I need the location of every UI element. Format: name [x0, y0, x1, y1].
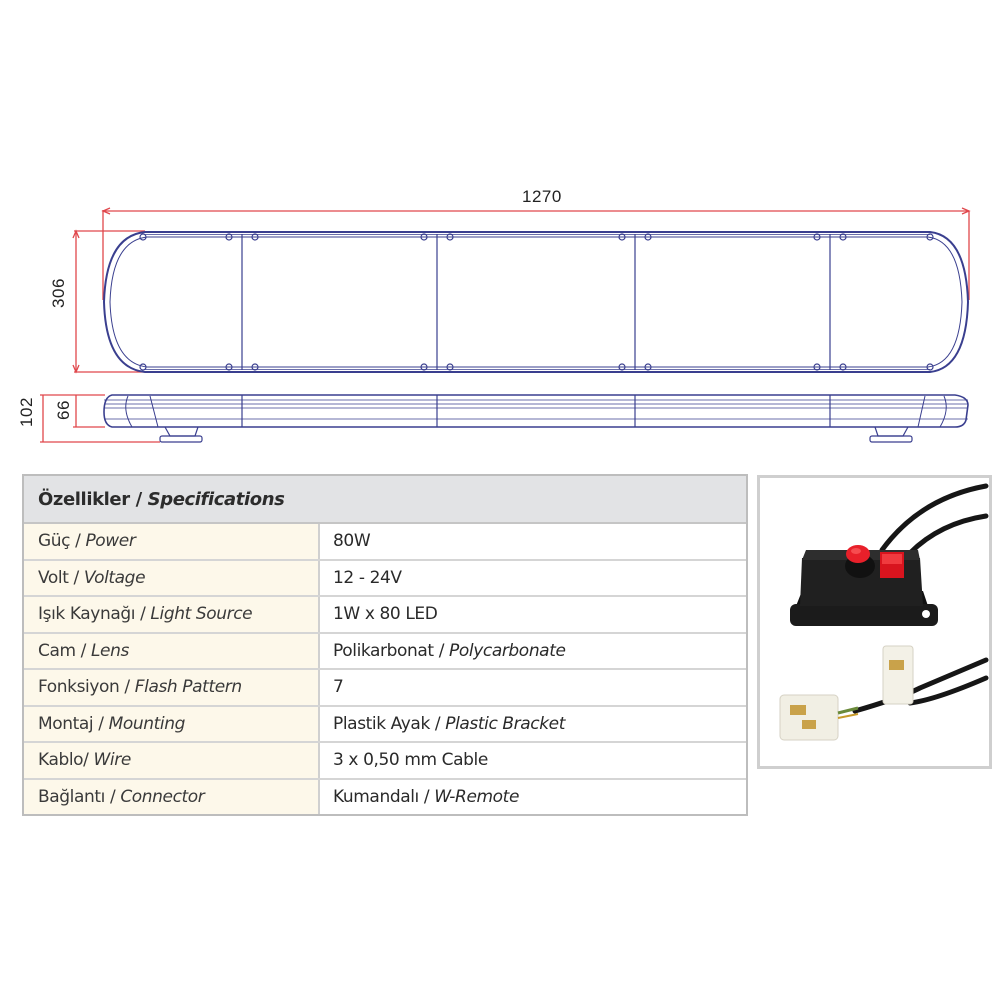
label-en: Connector [120, 786, 205, 807]
spec-value: 12 - 24V [320, 560, 746, 595]
spec-row-power: Güç / Power 80W [24, 524, 746, 561]
spec-value: 80W [320, 524, 746, 559]
spec-row-connector: Bağlantı / Connector Kumandalı / W-Remot… [24, 779, 746, 814]
lightbar-outline-drawing [40, 207, 971, 443]
spec-row-lens: Cam / Lens Polikarbonat / Polycarbonate [24, 633, 746, 670]
value-tr: 1W x 80 LED [333, 604, 438, 625]
total-height-dimension-label: 102 [16, 397, 36, 427]
spec-row-mounting: Montaj / Mounting Plastik Ayak / Plastic… [24, 706, 746, 743]
technical-drawing: 1270 306 102 66 [0, 0, 1000, 460]
spec-label: Bağlantı / Connector [24, 779, 320, 814]
spec-value: Kumandalı / W-Remote [320, 779, 746, 814]
side-view [103, 394, 969, 443]
spec-label: Güç / Power [24, 524, 320, 559]
dimension-lines [40, 207, 971, 443]
value-en: Plastic Bracket [445, 713, 566, 734]
label-en: Lens [90, 640, 129, 661]
body-height-dimension-label: 66 [53, 400, 73, 420]
cable-lines [852, 483, 989, 714]
specifications-title-tr: Özellikler [38, 488, 130, 510]
value-tr: 7 [333, 677, 344, 698]
value-tr: 3 x 0,50 mm Cable [333, 750, 488, 771]
spec-value: 1W x 80 LED [320, 597, 746, 632]
specifications-title-sep: / [129, 488, 148, 510]
top-view [102, 231, 970, 373]
value-tr: Polikarbonat / [333, 640, 450, 661]
value-tr: Plastik Ayak / [333, 713, 446, 734]
value-en: W-Remote [434, 786, 519, 807]
spec-row-flash-pattern: Fonksiyon / Flash Pattern 7 [24, 670, 746, 707]
spec-label: Cam / Lens [24, 633, 320, 668]
label-en: Mounting [108, 713, 186, 734]
specifications-table: Özellikler / Specifications Güç / Power … [22, 474, 748, 816]
spec-label: Volt / Voltage [24, 560, 320, 595]
label-tr: Kablo/ [38, 750, 94, 771]
length-dimension-label: 1270 [522, 187, 562, 206]
remote-switch-photo [757, 475, 992, 769]
label-tr: Volt / [38, 567, 84, 588]
spec-value: Polikarbonat / Polycarbonate [320, 633, 746, 668]
spec-value: Plastik Ayak / Plastic Bracket [320, 706, 746, 741]
label-tr: Işık Kaynağı / [38, 604, 151, 625]
label-en: Flash Pattern [134, 677, 242, 698]
label-en: Light Source [150, 604, 253, 625]
value-tr: 12 - 24V [333, 567, 402, 588]
value-tr: 80W [333, 531, 371, 552]
label-tr: Montaj / [38, 713, 109, 734]
label-tr: Cam / [38, 640, 91, 661]
width-dimension-label: 306 [48, 278, 68, 308]
label-en: Voltage [83, 567, 146, 588]
value-en: Polycarbonate [449, 640, 566, 661]
label-en: Wire [93, 750, 132, 771]
spec-row-light-source: Işık Kaynağı / Light Source 1W x 80 LED [24, 597, 746, 634]
label-tr: Bağlantı / [38, 786, 121, 807]
specifications-header: Özellikler / Specifications [24, 476, 746, 524]
connector-plugs [779, 645, 914, 741]
spec-label: Fonksiyon / Flash Pattern [24, 670, 320, 705]
spec-value: 3 x 0,50 mm Cable [320, 743, 746, 778]
specifications-title-en: Specifications [147, 488, 285, 510]
remote-switch-illustration [779, 483, 989, 741]
spec-value: 7 [320, 670, 746, 705]
spec-row-wire: Kablo/ Wire 3 x 0,50 mm Cable [24, 743, 746, 780]
spec-label: Kablo/ Wire [24, 743, 320, 778]
label-tr: Güç / [38, 531, 86, 552]
spec-label: Montaj / Mounting [24, 706, 320, 741]
label-en: Power [85, 531, 136, 552]
value-tr: Kumandalı / [333, 786, 435, 807]
label-tr: Fonksiyon / [38, 677, 135, 698]
spec-row-voltage: Volt / Voltage 12 - 24V [24, 560, 746, 597]
switch-housing [790, 545, 938, 626]
spec-label: Işık Kaynağı / Light Source [24, 597, 320, 632]
